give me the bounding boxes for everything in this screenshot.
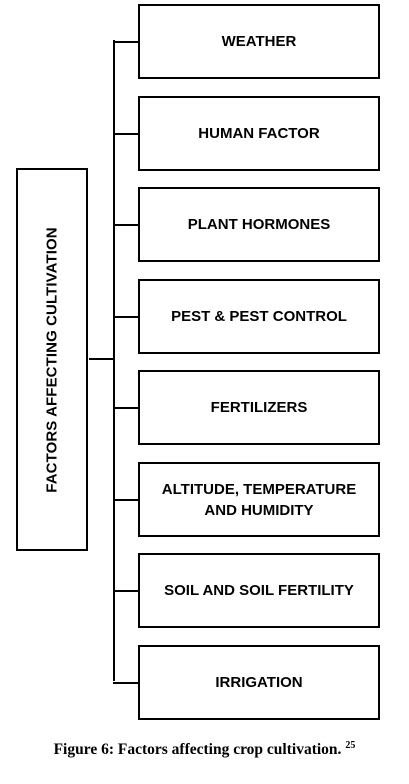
branch-connector-plant-hormones xyxy=(113,224,138,226)
factor-label-plant-hormones: PLANT HORMONES xyxy=(187,216,331,233)
factor-box-weather: WEATHER xyxy=(138,4,380,79)
root-factors-label: FACTORS AFFECTING CULTIVATION xyxy=(43,226,61,493)
root-factors-box: FACTORS AFFECTING CULTIVATION xyxy=(16,168,88,551)
factor-label-irrigation: IRRIGATION xyxy=(215,674,303,691)
factor-label-weather: WEATHER xyxy=(221,33,297,50)
factor-box-altitude-temperature-humidity: ALTITUDE, TEMPERATURE AND HUMIDITY xyxy=(138,462,380,537)
factor-box-irrigation: IRRIGATION xyxy=(138,645,380,720)
branch-connector-soil-fertility xyxy=(113,590,138,592)
factor-box-fertilizers: FERTILIZERS xyxy=(138,370,380,445)
branch-connector-pest-control xyxy=(113,316,138,318)
branch-connector-irrigation xyxy=(113,682,138,684)
branch-connector-human-factor xyxy=(113,133,138,135)
caption-text: Figure 6: Factors affecting crop cultiva… xyxy=(53,741,342,759)
factor-label-soil-fertility: SOIL AND SOIL FERTILITY xyxy=(164,582,354,599)
branch-connector-weather xyxy=(113,41,138,43)
factor-box-pest-control: PEST & PEST CONTROL xyxy=(138,279,380,354)
factor-box-human-factor: HUMAN FACTOR xyxy=(138,96,380,171)
factor-label-fertilizers: FERTILIZERS xyxy=(210,399,308,416)
factor-label-pest-control: PEST & PEST CONTROL xyxy=(171,308,347,325)
factor-label-human-factor: HUMAN FACTOR xyxy=(198,125,320,142)
root-connector xyxy=(89,358,114,360)
factor-box-soil-fertility: SOIL AND SOIL FERTILITY xyxy=(138,553,380,628)
factor-box-plant-hormones: PLANT HORMONES xyxy=(138,187,380,262)
factor-label-altitude-temperature-humidity: ALTITUDE, TEMPERATURE AND HUMIDITY xyxy=(161,480,357,519)
caption-reference: 25 xyxy=(345,740,356,751)
figure-caption: Figure 6: Factors affecting crop cultiva… xyxy=(0,740,409,759)
branch-connector-fertilizers xyxy=(113,407,138,409)
trunk-connector xyxy=(113,40,115,681)
branch-connector-altitude-temperature-humidity xyxy=(113,499,138,501)
